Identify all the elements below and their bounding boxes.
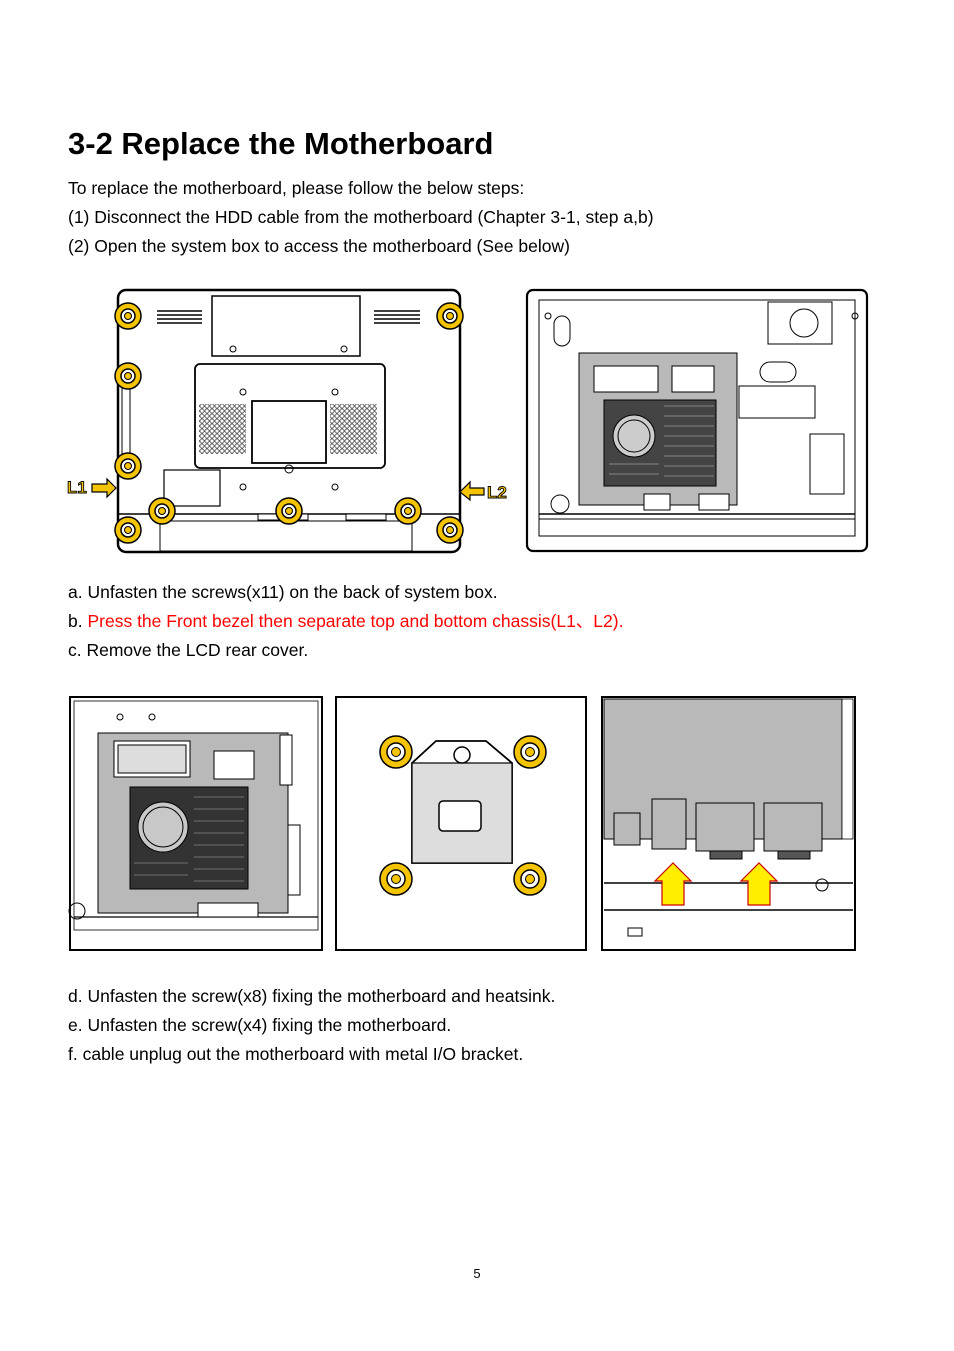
label-l2: L2	[487, 483, 507, 502]
intro-line-3: (2) Open the system box to access the mo…	[68, 236, 570, 256]
figure-motherboard-closeup	[68, 696, 323, 951]
page-number: 5	[473, 1266, 481, 1281]
intro-line-1: To replace the motherboard, please follo…	[68, 178, 525, 198]
figure-heatsink-screws	[335, 696, 587, 951]
figure-opened-system-box	[525, 288, 869, 553]
figure-io-bracket	[601, 696, 856, 951]
step-b-highlight: Press the Front bezel then separate top …	[87, 611, 624, 631]
step-c: c. Remove the LCD rear cover.	[68, 640, 309, 660]
arrow-up-icon	[739, 862, 779, 906]
step-a: a. Unfasten the screws(x11) on the back …	[68, 582, 498, 602]
arrow-up-icon	[653, 862, 693, 906]
arrow-l2-icon	[459, 480, 485, 502]
step-b-prefix: b.	[68, 611, 88, 631]
page-title: 3-2 Replace the Motherboard	[68, 126, 494, 161]
intro-line-2: (1) Disconnect the HDD cable from the mo…	[68, 207, 654, 227]
step-f: f. cable unplug out the motherboard with…	[68, 1044, 524, 1064]
arrow-l1-icon	[91, 477, 117, 499]
step-b: b. Press the Front bezel then separate t…	[68, 610, 623, 632]
screw-markers	[114, 302, 464, 544]
step-d: d. Unfasten the screw(x8) fixing the mot…	[68, 986, 556, 1006]
figure-back-of-system-box: L1 L2	[67, 288, 507, 554]
label-l1: L1	[67, 478, 87, 497]
step-e: e. Unfasten the screw(x4) fixing the mot…	[68, 1015, 452, 1035]
